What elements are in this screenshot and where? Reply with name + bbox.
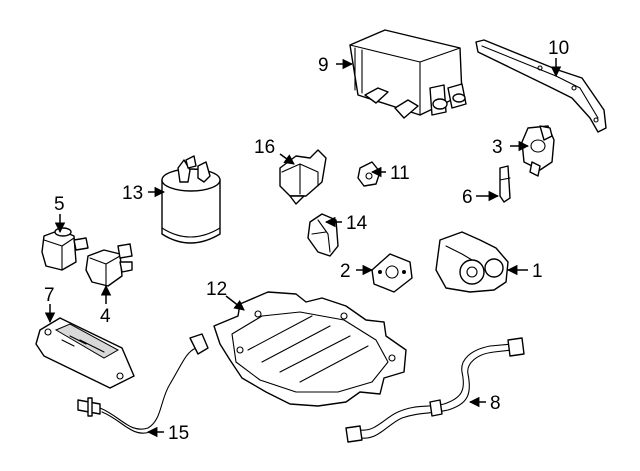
callout-4: 4 [100,306,111,327]
callout-8: 8 [490,393,501,414]
callout-2: 2 [340,261,351,282]
part-7-control-module[interactable] [35,317,135,389]
part-2-gasket[interactable] [371,253,413,293]
callout-9: 9 [318,55,329,76]
part-10-bracket[interactable] [475,39,607,133]
part-14-bracket[interactable] [307,213,339,257]
part-11-clip[interactable] [357,161,381,187]
callout-12: 12 [206,279,227,300]
part-3-purge-valve[interactable] [521,125,555,177]
part-13-fuel-filter[interactable] [161,155,221,244]
part-8-pipe[interactable] [345,337,525,443]
callout-11: 11 [390,163,410,184]
callout-5: 5 [54,194,65,215]
part-6-small-bracket[interactable] [499,165,511,203]
callouts: 9 10 3 6 11 16 14 13 5 4 7 15 12 2 1 8 [44,38,569,444]
part-9-vapor-canister[interactable] [349,29,467,119]
callout-3: 3 [492,137,503,158]
part-5-vacuum-valve[interactable] [41,227,89,271]
callout-6: 6 [462,187,473,208]
callout-7: 7 [44,285,55,306]
part-12-pan[interactable] [213,291,407,407]
callout-16: 16 [254,137,275,158]
callout-13: 13 [122,183,143,204]
part-1-pump[interactable] [435,231,509,293]
leader-lines [44,58,562,438]
part-4-solenoid-valve[interactable] [85,243,133,287]
part-15-oxygen-sensor[interactable] [77,333,209,434]
callout-1: 1 [532,261,543,282]
callout-15: 15 [168,423,189,444]
callout-14: 14 [346,213,368,234]
callout-10: 10 [548,38,569,59]
